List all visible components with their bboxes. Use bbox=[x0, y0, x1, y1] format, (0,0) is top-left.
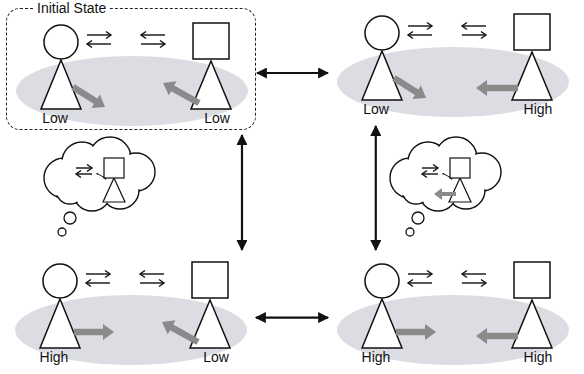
square-head bbox=[193, 23, 229, 59]
exchange-arrowhead bbox=[106, 32, 111, 39]
group-ellipse bbox=[337, 295, 569, 365]
exchange-arrowhead bbox=[159, 280, 164, 287]
state-panel: High High bbox=[336, 256, 570, 368]
thought-cloud bbox=[44, 137, 155, 236]
frame-heading: Initial State bbox=[33, 0, 110, 16]
state-panel: High Low bbox=[14, 256, 248, 368]
exchange-arrow bbox=[408, 282, 432, 283]
exchange-arrowhead bbox=[86, 280, 91, 287]
exchange-arrow bbox=[462, 273, 486, 274]
transition-arrow bbox=[257, 72, 328, 74]
exchange-arrow bbox=[76, 167, 92, 168]
exchange-arrowhead bbox=[105, 271, 110, 278]
exchange-arrow bbox=[422, 167, 438, 168]
thought-cloud bbox=[390, 137, 501, 236]
exchange-arrow bbox=[408, 34, 432, 35]
exchange-arrow bbox=[86, 273, 110, 274]
exchange-arrowhead bbox=[160, 41, 165, 48]
person-body bbox=[362, 299, 402, 348]
exchange-arrow bbox=[140, 282, 164, 283]
gaze-arrow bbox=[74, 324, 114, 340]
level-label: High bbox=[40, 349, 69, 365]
level-label: High bbox=[524, 349, 553, 365]
gaze-arrow bbox=[476, 328, 518, 344]
circle-head bbox=[44, 25, 78, 59]
square-head bbox=[514, 262, 550, 298]
exchange-arrowhead bbox=[427, 271, 432, 278]
group-ellipse bbox=[15, 295, 247, 365]
initial-state-frame: Initial StateLowLow bbox=[6, 8, 256, 130]
group-ellipse bbox=[16, 56, 248, 126]
transition-arrow bbox=[256, 317, 328, 319]
exchange-arrow bbox=[408, 25, 432, 26]
square-head bbox=[514, 14, 550, 50]
exchange-arrowhead bbox=[87, 165, 92, 172]
gaze-arrow bbox=[162, 320, 200, 344]
level-label: Low bbox=[363, 101, 389, 117]
exchange-arrow bbox=[408, 273, 432, 274]
gaze-arrow bbox=[392, 75, 426, 99]
state-panel: Low High bbox=[336, 8, 570, 120]
exchange-arrowhead bbox=[141, 32, 146, 39]
exchange-arrow bbox=[76, 173, 92, 174]
exchange-arrowhead bbox=[140, 271, 145, 278]
exchange-arrowhead bbox=[462, 271, 467, 278]
gaze-arrow bbox=[476, 80, 518, 96]
exchange-arrow bbox=[141, 43, 165, 44]
exchange-arrowhead bbox=[408, 280, 413, 287]
exchange-arrow bbox=[86, 282, 110, 283]
exchange-arrow bbox=[140, 273, 164, 274]
exchange-arrowhead bbox=[76, 171, 81, 178]
gaze-arrow bbox=[396, 324, 436, 340]
person-body bbox=[512, 300, 552, 348]
person-body bbox=[512, 52, 552, 100]
group-ellipse bbox=[337, 47, 569, 117]
exchange-arrow bbox=[87, 34, 111, 35]
circle-head bbox=[365, 264, 399, 298]
exchange-arrow bbox=[422, 173, 438, 174]
level-label: High bbox=[362, 349, 391, 365]
person-body bbox=[40, 299, 80, 348]
exchange-arrowhead bbox=[422, 171, 427, 178]
exchange-arrow bbox=[462, 282, 486, 283]
square-head bbox=[192, 262, 228, 298]
level-label: High bbox=[524, 101, 553, 117]
exchange-arrow bbox=[141, 34, 165, 35]
gaze-arrow bbox=[71, 84, 105, 108]
exchange-arrow bbox=[462, 25, 486, 26]
exchange-arrowhead bbox=[462, 23, 467, 30]
level-label: Low bbox=[204, 110, 230, 126]
state-panel: Low Low bbox=[15, 17, 249, 129]
level-label: Low bbox=[203, 349, 229, 365]
exchange-arrowhead bbox=[481, 280, 486, 287]
exchange-arrow bbox=[87, 43, 111, 44]
gaze-arrow bbox=[163, 81, 201, 105]
exchange-arrowhead bbox=[481, 32, 486, 39]
exchange-arrowhead bbox=[427, 23, 432, 30]
exchange-arrowhead bbox=[408, 32, 413, 39]
transition-arrow bbox=[241, 135, 243, 250]
exchange-arrowhead bbox=[433, 165, 438, 172]
circle-head bbox=[43, 264, 77, 298]
transition-arrow bbox=[375, 126, 377, 250]
circle-head bbox=[365, 16, 399, 50]
exchange-arrow bbox=[462, 34, 486, 35]
exchange-arrowhead bbox=[87, 41, 92, 48]
level-label: Low bbox=[42, 110, 68, 126]
